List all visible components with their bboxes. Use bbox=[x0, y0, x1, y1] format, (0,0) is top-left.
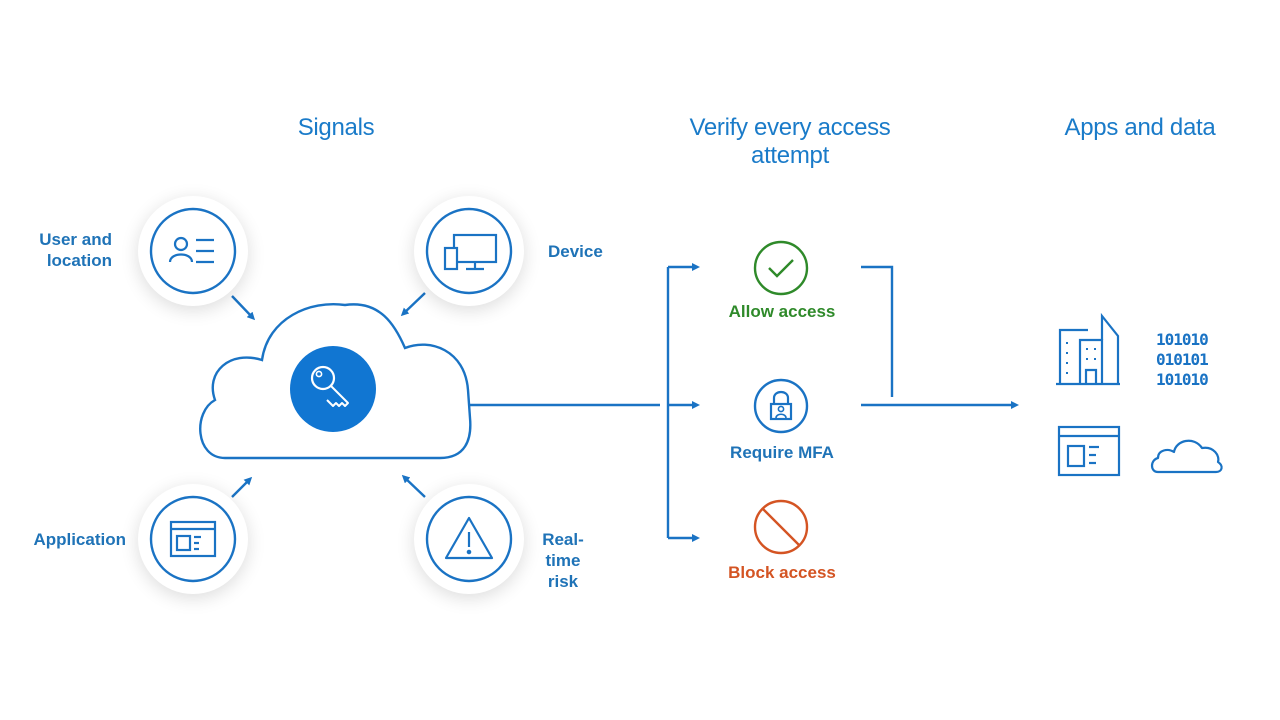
signal-user-location-line1: User and bbox=[39, 230, 112, 249]
cloud-icon bbox=[1150, 439, 1223, 474]
signal-application-bubble bbox=[138, 484, 248, 594]
arrow-device-to-cloud bbox=[400, 292, 426, 317]
device-icon bbox=[443, 233, 498, 271]
heading-verify-line1: Verify every access bbox=[689, 114, 891, 141]
signal-application-label: Application bbox=[33, 530, 126, 549]
signal-device-label: Device bbox=[548, 242, 603, 261]
heading-verify: Verify every access attempt bbox=[640, 114, 940, 170]
signal-risk-line1: Real-time bbox=[542, 530, 584, 570]
signal-risk-line2: risk bbox=[547, 572, 579, 591]
building-icon bbox=[1056, 312, 1120, 386]
binary-row: 101010 bbox=[1156, 370, 1209, 389]
binary-row: 010101 bbox=[1156, 350, 1209, 369]
signal-risk-bubble bbox=[414, 484, 524, 594]
signal-user-location-label: User and location bbox=[14, 229, 112, 271]
app-window-icon bbox=[1057, 425, 1121, 477]
arrow-risk-to-cloud bbox=[401, 474, 426, 498]
checkmark-circle-icon bbox=[753, 240, 809, 296]
binary-data-icon: 101010 010101 101010 bbox=[1156, 330, 1209, 390]
binary-row: 101010 bbox=[1156, 330, 1209, 349]
signal-user-location-line2: location bbox=[46, 251, 112, 270]
heading-apps-and-data: Apps and data bbox=[1064, 114, 1216, 141]
prohibited-icon bbox=[753, 499, 809, 555]
user-list-icon bbox=[168, 236, 214, 264]
warning-triangle-icon bbox=[444, 516, 494, 560]
key-circle bbox=[290, 346, 376, 432]
lock-user-icon bbox=[753, 378, 809, 434]
arrow-application-to-cloud bbox=[231, 476, 253, 498]
signal-device-bubble bbox=[414, 196, 524, 306]
signal-risk-label: Real-time risk bbox=[530, 529, 596, 592]
outcome-mfa-label: Require MFA bbox=[730, 443, 834, 462]
key-icon bbox=[310, 365, 349, 407]
outcome-allow-label: Allow access bbox=[728, 302, 836, 321]
signal-user-location-bubble bbox=[138, 196, 248, 306]
arrow-user-to-cloud bbox=[231, 295, 256, 321]
application-window-icon bbox=[169, 520, 217, 558]
outcome-block-label: Block access bbox=[728, 563, 836, 582]
line-allow-merge bbox=[861, 265, 894, 397]
heading-signals: Signals bbox=[297, 114, 375, 141]
heading-verify-line2: attempt bbox=[751, 142, 829, 169]
